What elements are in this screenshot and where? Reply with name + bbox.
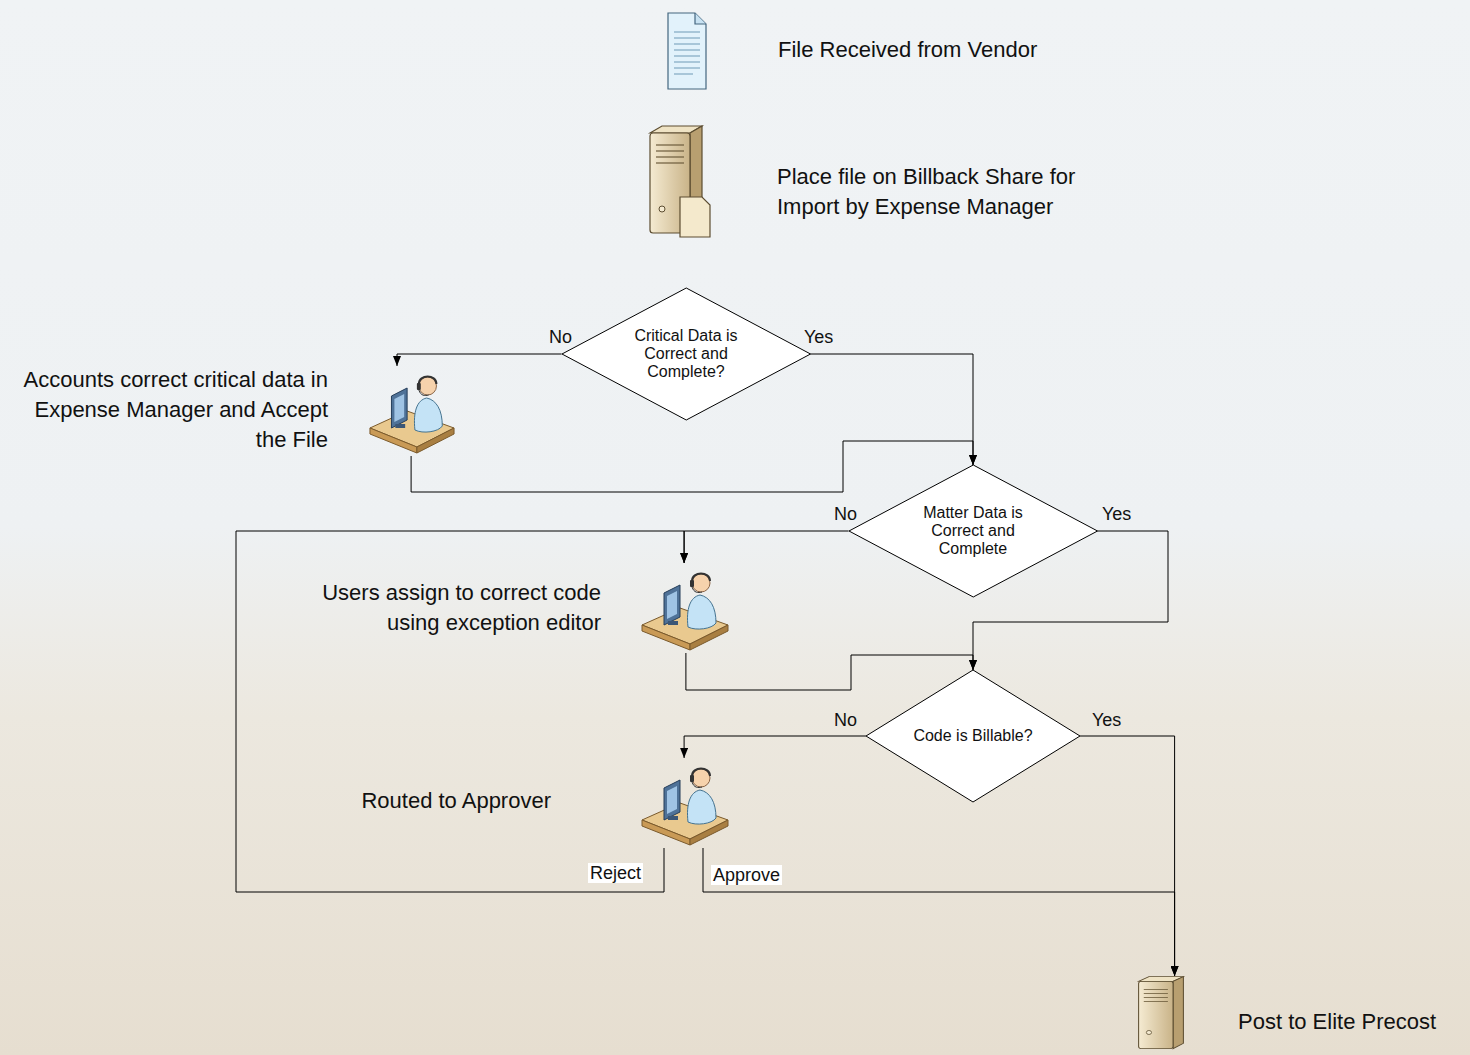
branch-label: No	[832, 504, 859, 524]
branch-label: Approve	[711, 865, 782, 885]
step-text-block: Routed to Approver	[330, 786, 551, 816]
decision-diamond: Matter Data is Correct and Complete	[849, 465, 1098, 597]
document-icon	[667, 12, 707, 90]
step-text-block: Users assign to correct code using excep…	[280, 578, 601, 638]
step-text-block: Place file on Billback Share for Import …	[777, 162, 1132, 222]
step-label: File Received from Vendor	[778, 35, 1078, 65]
flow-connector	[236, 531, 684, 892]
workstation-icon	[640, 563, 730, 653]
process-step: Routed to Approver	[330, 755, 735, 850]
decision-label: Code is Billable?	[893, 727, 1053, 745]
step-label: Routed to Approver	[330, 786, 551, 816]
icon-drawing	[640, 758, 730, 848]
decision-diamond: Code is Billable?	[866, 670, 1080, 802]
flow-connector	[397, 354, 562, 366]
branch-label: Yes	[802, 327, 835, 347]
decision-diamond: Critical Data is Correct and Complete?	[562, 288, 811, 420]
decision-text-area: Code is Billable?	[866, 670, 1080, 802]
flow-connector	[684, 531, 849, 563]
icon-drawing	[1130, 976, 1192, 1052]
step-text-block: File Received from Vendor	[778, 35, 1078, 65]
workstation-icon	[368, 366, 456, 456]
icon-drawing	[667, 12, 707, 90]
step-label: Post to Elite Precost	[1238, 1007, 1466, 1037]
step-text-block: Post to Elite Precost	[1238, 1007, 1466, 1037]
process-step: Accounts correct critical data in Expens…	[8, 364, 460, 460]
branch-label: No	[832, 710, 859, 730]
decision-label: Matter Data is Correct and Complete	[912, 504, 1034, 558]
server-icon	[1130, 976, 1192, 1052]
workstation-icon	[640, 758, 730, 848]
flow-connector	[810, 354, 973, 465]
process-step: Place file on Billback Share for Import …	[636, 122, 1136, 242]
process-step: Users assign to correct code using excep…	[280, 560, 735, 655]
flow-connector	[1080, 736, 1175, 976]
icon-drawing	[640, 563, 730, 653]
step-label: Accounts correct critical data in Expens…	[8, 365, 328, 455]
branch-label: Reject	[588, 863, 643, 883]
decision-text-area: Matter Data is Correct and Complete	[849, 465, 1098, 597]
flow-connector	[703, 848, 1175, 976]
flow-connector	[686, 653, 973, 690]
step-text-block: Accounts correct critical data in Expens…	[8, 365, 328, 455]
branch-label: Yes	[1100, 504, 1133, 524]
flow-connector	[411, 441, 973, 492]
branch-label: Yes	[1090, 710, 1123, 730]
step-label: Users assign to correct code using excep…	[280, 578, 601, 638]
icon-drawing	[640, 125, 712, 238]
icon-drawing	[368, 366, 456, 456]
process-step: File Received from Vendor	[660, 8, 1080, 94]
server-icon	[640, 125, 712, 238]
process-step: Post to Elite Precost	[1126, 972, 1466, 1054]
decision-label: Critical Data is Correct and Complete?	[625, 327, 747, 381]
flow-connector	[684, 736, 866, 758]
decision-text-block: Critical Data is Correct and Complete?	[625, 327, 747, 381]
decision-text-block: Code is Billable?	[893, 727, 1053, 745]
branch-label: No	[547, 327, 574, 347]
decision-text-block: Matter Data is Correct and Complete	[912, 504, 1034, 558]
decision-text-area: Critical Data is Correct and Complete?	[562, 288, 811, 420]
step-label: Place file on Billback Share for Import …	[777, 162, 1132, 222]
